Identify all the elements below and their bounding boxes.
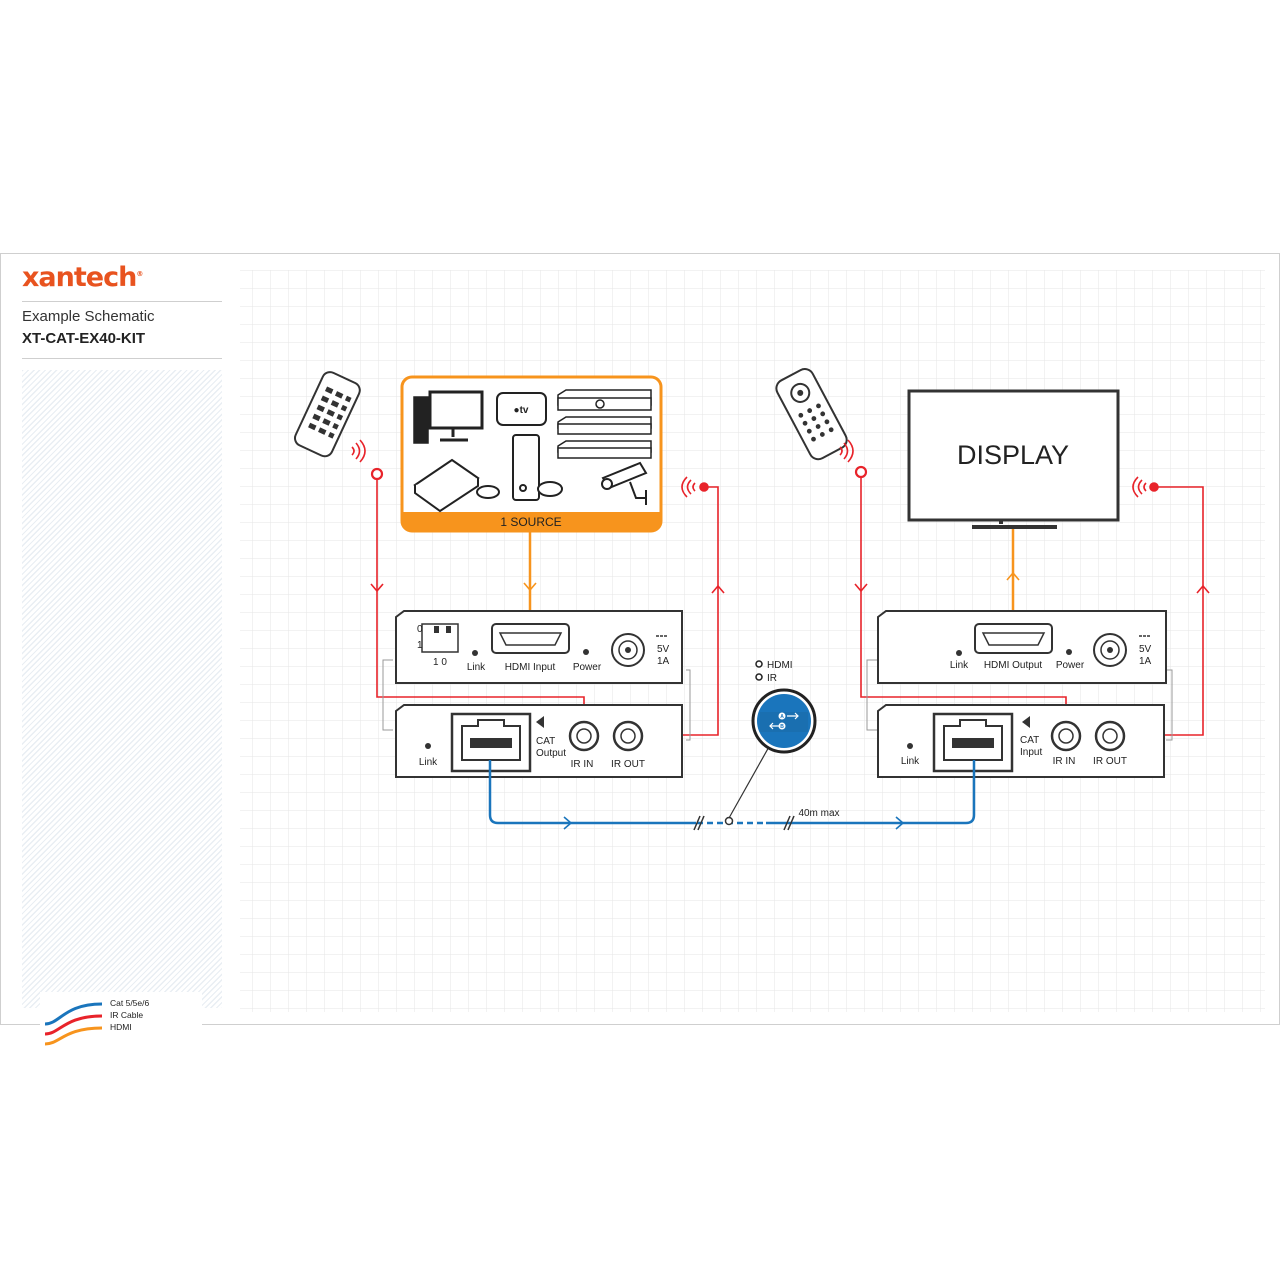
signal-key-hdmi: HDMI [767, 660, 793, 671]
transmitter-hdmi-unit [395, 610, 683, 684]
ir-emitter-icon-rx [1132, 476, 1147, 498]
tx-power-label: Power [573, 662, 602, 673]
tx-ir-in-label: IR IN [571, 759, 594, 770]
tx-hdmi-input-label: HDMI Input [505, 662, 556, 673]
sidebar: xantech® Example Schematic XT-CAT-EX40-K… [22, 258, 222, 1054]
signal-badge-letter-b: B [780, 724, 784, 730]
xbox-console-icon [512, 434, 563, 501]
legend-label-cat: Cat 5/5e/6 [110, 998, 150, 1008]
source-label: 1 SOURCE [500, 515, 561, 529]
tx-dip-label-0: 0 [417, 624, 423, 635]
rx-side-bracket [866, 659, 1173, 741]
signal-key [755, 660, 763, 681]
legend-cat-line [44, 1002, 103, 1026]
tx-side-bracket [382, 659, 691, 741]
legend-swatches [44, 1002, 103, 1046]
cable-legend: Cat 5/5e/6 IR Cable HDMI [40, 992, 202, 1054]
tx-cat-output-label-1: CAT [536, 736, 555, 747]
page-subtitle: Example Schematic [22, 308, 155, 325]
sidebar-hatch-panel: Cat 5/5e/6 IR Cable HDMI [22, 370, 222, 1054]
dvd-player-icon [557, 416, 652, 435]
receiver-cat-unit [877, 704, 1165, 778]
rx-power-rating-1a: 1A [1139, 656, 1152, 667]
ir-emission-icon-right [839, 439, 854, 463]
signal-key-ir: IR [767, 673, 777, 684]
rx-cat-input-label-1: CAT [1020, 735, 1039, 746]
legend-hdmi-line [44, 1026, 103, 1046]
legend-label-ir: IR Cable [110, 1010, 144, 1020]
remote-control-icon-left [293, 371, 361, 458]
tx-power-rating-1a: 1A [657, 656, 670, 667]
rx-cat-input-label-2: Input [1020, 747, 1042, 758]
signal-badge-icon [751, 688, 817, 754]
tx-power-rating-5v: 5V [657, 644, 670, 655]
rx-hdmi-output-label: HDMI Output [984, 660, 1043, 671]
ir-emission-icon-left [351, 439, 366, 463]
remote-control-icon-right [775, 368, 848, 461]
tx-cat-output-label-2: Output [536, 748, 566, 759]
signal-badge-letter-a: A [780, 714, 784, 720]
apple-tv-icon: ●tv [496, 392, 547, 426]
rx-power-label: Power [1056, 660, 1085, 671]
rx-link-label: Link [950, 660, 969, 671]
game-console-icon [413, 458, 500, 513]
transmitter-cat-unit [395, 704, 683, 778]
blu-ray-player-icon [557, 440, 652, 459]
cable-distance-label: 40m max [798, 808, 839, 819]
rx-cat-link-label: Link [901, 756, 920, 767]
svg-text:●tv: ●tv [514, 405, 529, 416]
set-top-box-icon [557, 389, 652, 411]
tx-dip-label-1: 1 [417, 640, 423, 651]
tx-dip-label-10: 1 0 [433, 657, 447, 668]
signal-callout-line [728, 744, 771, 819]
rx-power-rating-5v: 5V [1139, 644, 1152, 655]
divider [22, 301, 222, 302]
rx-ir-out-label: IR OUT [1093, 756, 1127, 767]
divider [22, 358, 222, 359]
ir-emitter-icon-tx [681, 476, 696, 498]
legend-label-hdmi: HDMI [110, 1022, 132, 1032]
rx-ir-in-label: IR IN [1053, 756, 1076, 767]
receiver-hdmi-unit [877, 610, 1167, 684]
tx-link-label: Link [467, 662, 486, 673]
brand-logo: xantech® [22, 262, 143, 293]
legend-ir-line [44, 1014, 103, 1036]
pc-icon [413, 390, 484, 444]
tx-ir-out-label: IR OUT [611, 759, 645, 770]
security-camera-icon [601, 461, 648, 505]
page-title: XT-CAT-EX40-KIT [22, 330, 146, 347]
tx-cat-link-label: Link [419, 757, 438, 768]
display-label: DISPLAY [957, 440, 1069, 470]
display-tv-icon [907, 389, 1120, 529]
